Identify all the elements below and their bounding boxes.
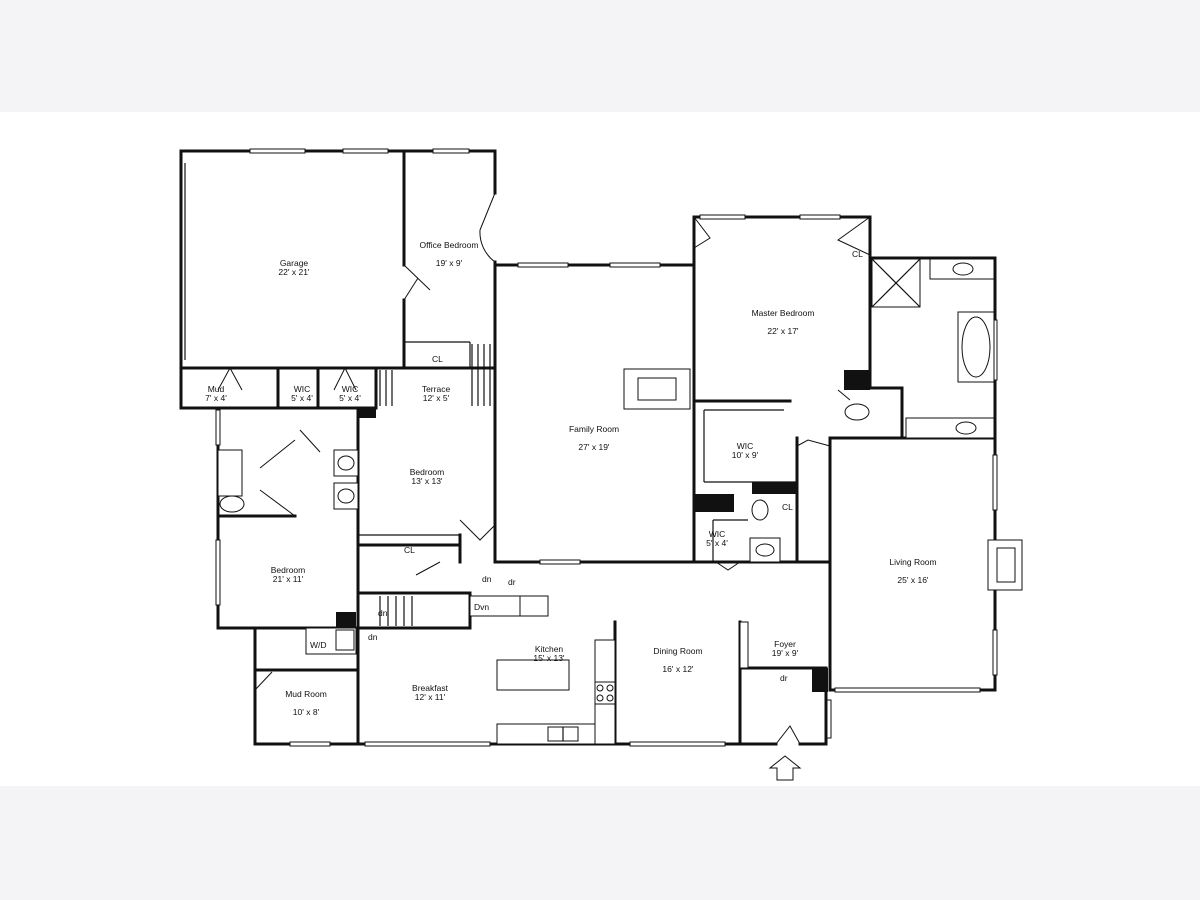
- room-master-size: 22' x 17': [767, 326, 799, 336]
- room-family-name: Family Room: [569, 424, 619, 434]
- room-wic-a-size: 5' x 4': [291, 393, 313, 403]
- room-office-size: 19' x 9': [436, 258, 463, 268]
- doors: [217, 192, 871, 745]
- annotations: CL CL CL CL W/D dn dn dn dr dr Dvn: [310, 249, 863, 683]
- room-foyer-size: 19' x 9': [772, 648, 799, 658]
- room-mudroom-size: 10' x 8': [293, 707, 320, 717]
- room-mud-name: Mud: [208, 384, 225, 394]
- room-wic-small-name: WIC: [709, 529, 726, 539]
- room-mud-size: 7' x 4': [205, 393, 227, 403]
- windows: [215, 148, 998, 747]
- room-wic-a-name: WIC: [294, 384, 311, 394]
- upper-direction-label: dr: [508, 577, 516, 587]
- closet-bath-label: CL: [782, 502, 793, 512]
- room-dining-size: 16' x 12': [662, 664, 694, 674]
- room-kitchen-size: 15' x 13': [533, 653, 565, 663]
- closet-master-label: CL: [852, 249, 863, 259]
- room-dining-name: Dining Room: [653, 646, 702, 656]
- room-breakfast-name: Breakfast: [412, 683, 449, 693]
- room-garage-size: 22' x 21': [278, 267, 310, 277]
- closet-hall-label: CL: [404, 545, 415, 555]
- top-margin: [0, 0, 1200, 112]
- stair-down-label: dn: [378, 608, 388, 618]
- room-terrace-size: 12' x 5': [423, 393, 450, 403]
- room-bedroom-a-name: Bedroom: [410, 467, 445, 477]
- room-wic-b-size: 5' x 4': [339, 393, 361, 403]
- washer-dryer-label: W/D: [310, 640, 327, 650]
- floor-plan: Garage 22' x 21' Office Bedroom 19' x 9'…: [179, 148, 1023, 781]
- room-wic-b-name: WIC: [342, 384, 359, 394]
- closet-office-label: CL: [432, 354, 443, 364]
- foyer-direction-label: dr: [780, 673, 788, 683]
- room-labels: Garage 22' x 21' Office Bedroom 19' x 9'…: [205, 240, 936, 717]
- room-wic-small-size: 5' x 4': [706, 538, 728, 548]
- room-terrace-name: Terrace: [422, 384, 451, 394]
- room-mudroom-name: Mud Room: [285, 689, 327, 699]
- room-bedroom-b-name: Bedroom: [271, 565, 306, 575]
- room-wic-master-name: WIC: [737, 441, 754, 451]
- kitchen-down-label: dn: [368, 632, 378, 642]
- room-kitchen-name: Kitchen: [535, 644, 564, 654]
- hall-down-label: dn: [482, 574, 492, 584]
- divan-label: Dvn: [474, 602, 489, 612]
- fixtures: [217, 258, 1023, 781]
- room-bedroom-b-size: 21' x 11': [273, 574, 304, 584]
- room-living-size: 25' x 16': [897, 575, 929, 585]
- room-family-size: 27' x 19': [578, 442, 610, 452]
- room-breakfast-size: 12' x 11': [415, 692, 446, 702]
- room-master-name: Master Bedroom: [752, 308, 815, 318]
- room-wic-master-size: 10' x 9': [732, 450, 759, 460]
- room-foyer-name: Foyer: [774, 639, 796, 649]
- room-office-name: Office Bedroom: [420, 240, 479, 250]
- bottom-margin: [0, 786, 1200, 900]
- room-garage-name: Garage: [280, 258, 309, 268]
- floor-plan-canvas: Garage 22' x 21' Office Bedroom 19' x 9'…: [0, 112, 1200, 786]
- room-living-name: Living Room: [889, 557, 936, 567]
- room-bedroom-a-size: 13' x 13': [411, 476, 443, 486]
